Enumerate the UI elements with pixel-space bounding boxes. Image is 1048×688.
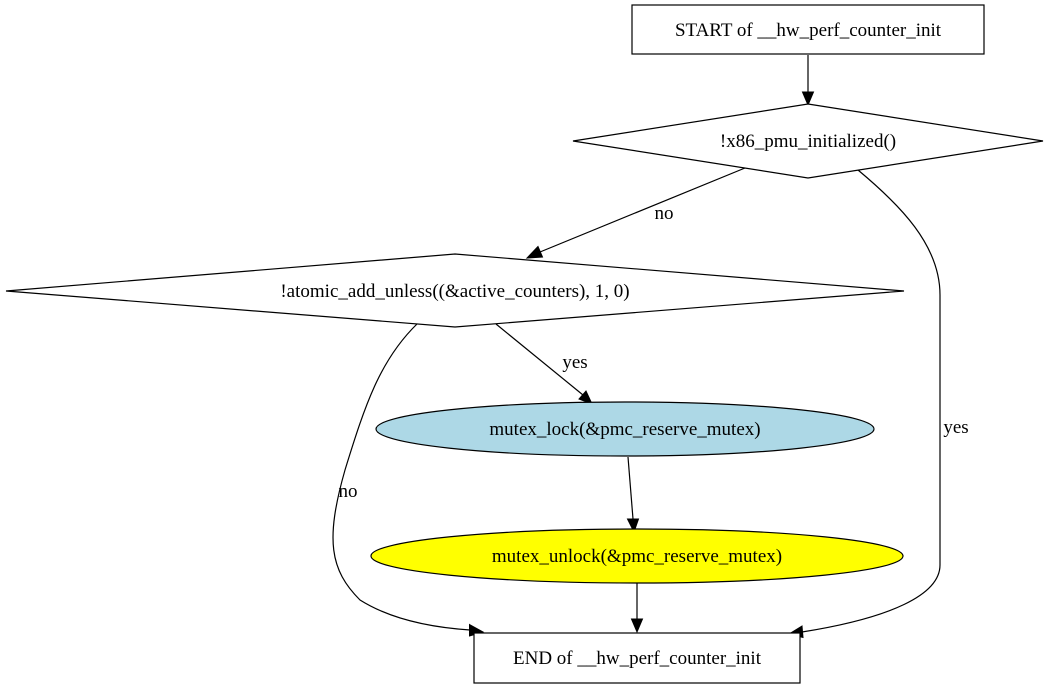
edge-start-to-pmu-check (801, 55, 815, 107)
node-mutex-lock-label: mutex_lock(&pmc_reserve_mutex) (489, 419, 760, 440)
node-start-label: START of __hw_perf_counter_init (675, 20, 942, 41)
edge-atomic-check-yes: yes (495, 323, 593, 405)
edge-unlock-to-end (630, 582, 644, 634)
node-pmu-check-label: !x86_pmu_initialized() (720, 131, 896, 152)
node-end-label: END of __hw_perf_counter_init (513, 648, 762, 669)
node-mutex-unlock: mutex_unlock(&pmc_reserve_mutex) (370, 528, 904, 584)
edge-lock-to-unlock (626, 456, 640, 534)
node-end: END of __hw_perf_counter_init (473, 632, 801, 684)
node-atomic-check: !atomic_add_unless((&active_counters), 1… (5, 253, 905, 328)
node-atomic-check-label: !atomic_add_unless((&active_counters), 1… (280, 281, 629, 302)
edge-pmu-check-no: no (525, 167, 746, 259)
edge-label-atomic-no: no (339, 481, 358, 502)
node-mutex-unlock-label: mutex_unlock(&pmc_reserve_mutex) (492, 546, 782, 567)
edge-label-pmu-yes: yes (943, 417, 968, 438)
edge-label-atomic-yes: yes (562, 352, 587, 373)
node-mutex-lock: mutex_lock(&pmc_reserve_mutex) (375, 401, 875, 457)
edge-label-pmu-no: no (655, 203, 674, 224)
edge-atomic-check-no: no (332, 323, 485, 637)
node-pmu-check: !x86_pmu_initialized() (572, 103, 1044, 179)
node-start: START of __hw_perf_counter_init (631, 4, 985, 55)
